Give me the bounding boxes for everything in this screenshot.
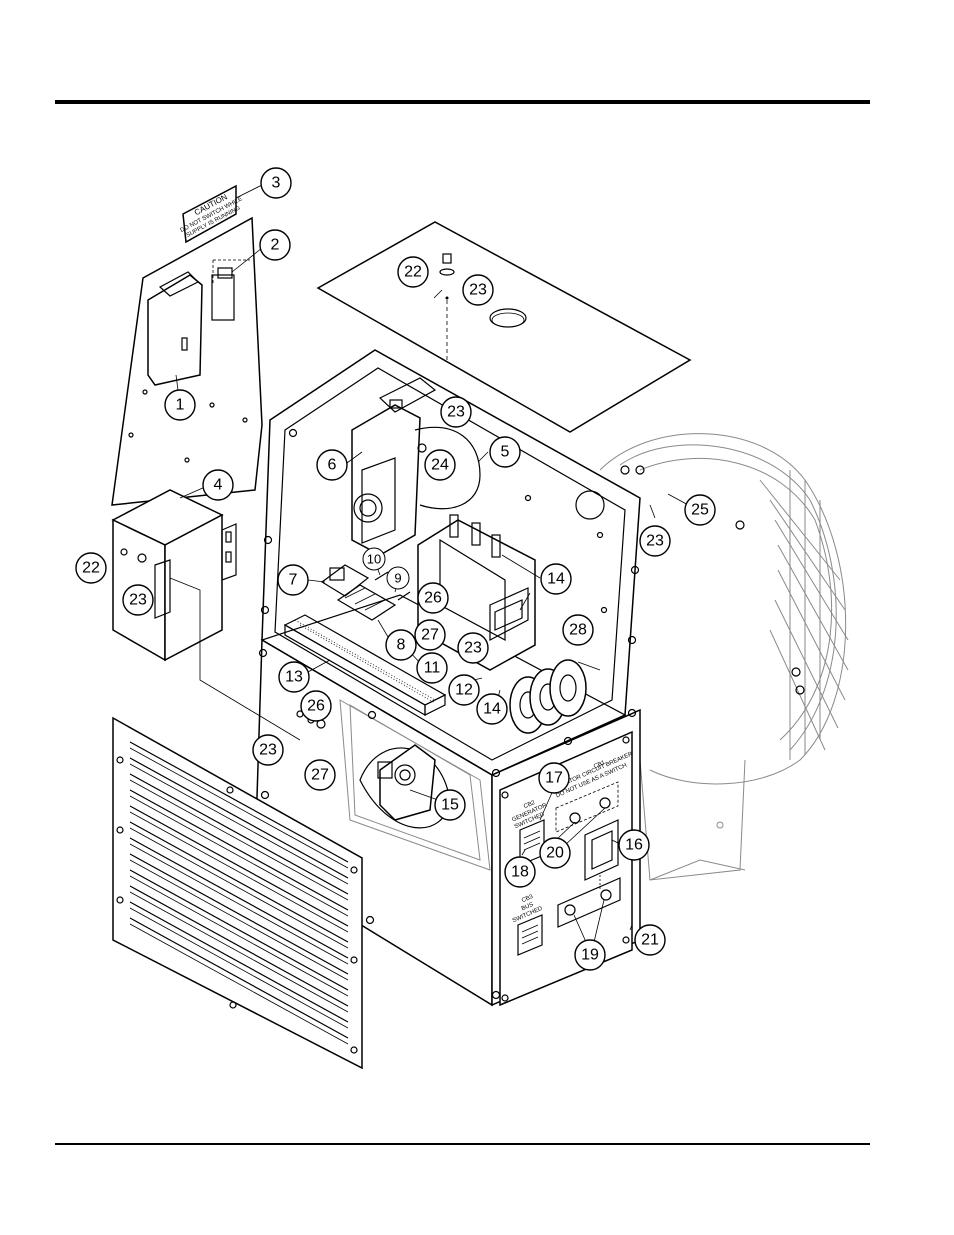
callout-24: 24 (425, 450, 455, 480)
svg-text:22: 22 (404, 264, 422, 281)
callout-1: 1 (165, 390, 195, 420)
callout-11: 11 (417, 653, 447, 683)
callout-13: 13 (279, 662, 309, 692)
callout-21: 21 (635, 925, 665, 955)
svg-text:23: 23 (469, 282, 487, 299)
callout-23-generator: 23 (640, 526, 670, 556)
svg-text:10: 10 (367, 552, 381, 567)
svg-text:14: 14 (547, 571, 565, 588)
callout-2: 2 (260, 230, 290, 260)
svg-text:23: 23 (464, 640, 482, 657)
svg-text:18: 18 (511, 864, 529, 881)
callout-17: 17 (539, 763, 569, 793)
svg-text:1: 1 (176, 397, 185, 414)
svg-text:14: 14 (483, 701, 501, 718)
callout-26-transformer: 26 (418, 583, 448, 613)
callout-23-grille: 23 (253, 735, 283, 765)
svg-text:21: 21 (641, 932, 659, 949)
callout-26-grille: 26 (301, 691, 331, 721)
svg-text:13: 13 (285, 669, 303, 686)
callout-22-left: 22 (76, 553, 106, 583)
svg-text:7: 7 (289, 572, 298, 589)
callout-10: 10 (363, 548, 385, 570)
svg-text:23: 23 (129, 592, 147, 609)
svg-text:6: 6 (328, 457, 337, 474)
callout-16: 16 (619, 830, 649, 860)
svg-text:23: 23 (447, 404, 465, 421)
svg-text:25: 25 (691, 502, 709, 519)
svg-text:2: 2 (271, 237, 280, 254)
svg-text:27: 27 (311, 767, 329, 784)
callout-23-transformer: 23 (458, 633, 488, 663)
callout-4: 4 (203, 470, 233, 500)
callout-27-grille: 27 (305, 760, 335, 790)
callout-23-bracket: 23 (441, 397, 471, 427)
callout-6: 6 (317, 450, 347, 480)
callout-23-left: 23 (123, 585, 153, 615)
callout-28: 28 (563, 615, 593, 645)
svg-text:26: 26 (424, 590, 442, 607)
callout-5: 5 (490, 437, 520, 467)
svg-text:23: 23 (646, 533, 664, 550)
svg-text:4: 4 (214, 477, 223, 494)
svg-text:22: 22 (82, 560, 100, 577)
svg-text:12: 12 (455, 682, 473, 699)
svg-text:24: 24 (431, 457, 449, 474)
callout-25: 25 (685, 495, 715, 525)
svg-text:16: 16 (625, 837, 643, 854)
svg-text:27: 27 (421, 627, 439, 644)
svg-text:8: 8 (397, 637, 406, 654)
callout-14-upper: 14 (541, 564, 571, 594)
callout-27-transformer: 27 (415, 620, 445, 650)
svg-text:28: 28 (569, 622, 587, 639)
callout-12: 12 (449, 675, 479, 705)
svg-text:23: 23 (259, 742, 277, 759)
generator-cooling-grille (760, 470, 848, 760)
callout-23-top: 23 (463, 275, 493, 305)
callout-14-lower: 14 (477, 694, 507, 724)
callout-22-top: 22 (398, 257, 428, 287)
svg-text:11: 11 (424, 660, 441, 677)
callout-9: 9 (387, 567, 409, 589)
svg-text:19: 19 (581, 947, 599, 964)
controller-mounting-panel (112, 218, 262, 505)
svg-text:26: 26 (307, 698, 325, 715)
callout-8: 8 (386, 630, 416, 660)
callout-20: 20 (540, 838, 570, 868)
callout-18: 18 (505, 857, 535, 887)
callout-15: 15 (435, 790, 465, 820)
svg-text:9: 9 (394, 571, 401, 586)
callout-19: 19 (575, 940, 605, 970)
svg-text:3: 3 (272, 175, 281, 192)
callout-7: 7 (278, 565, 308, 595)
callout-3: 3 (261, 168, 291, 198)
svg-text:15: 15 (441, 797, 459, 814)
svg-text:5: 5 (501, 444, 510, 461)
svg-text:20: 20 (546, 845, 564, 862)
svg-text:17: 17 (545, 770, 563, 787)
